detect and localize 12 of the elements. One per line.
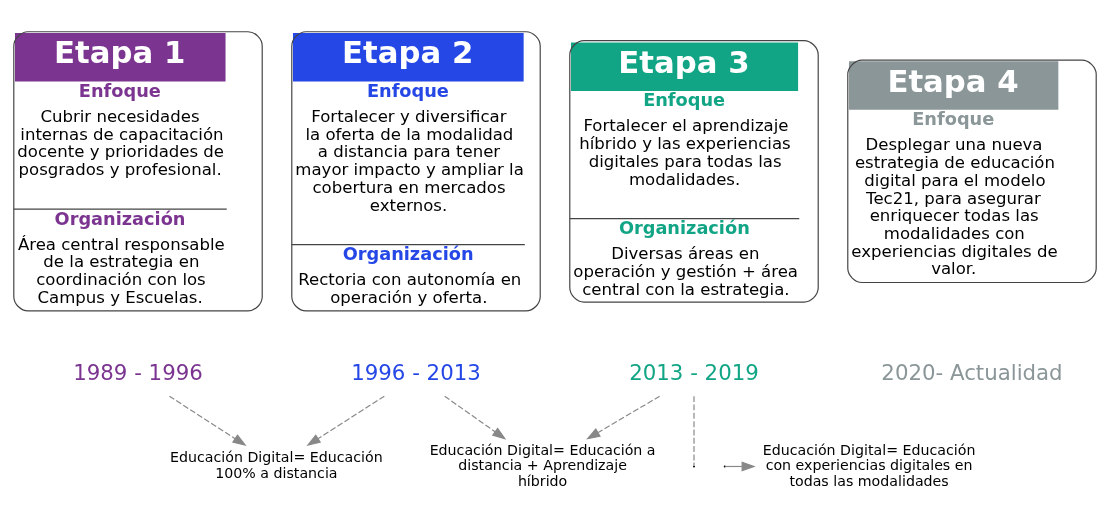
node-text: 2020- Actualidad (881, 359, 1063, 385)
node-text: 2013 - 2019 (629, 359, 759, 385)
node-text: Educación Digital= Educación con experiencias digitales en todas las modalidades (762, 441, 976, 489)
node-text: 1989 - 1996 (73, 359, 203, 385)
node-text: Educación Digital= Educación a distancia + Aprendizaje híbrido (429, 441, 656, 489)
connector (693, 395, 695, 466)
arrow (586, 395, 661, 440)
node-text: 1996 - 2013 (351, 359, 481, 385)
arrow (306, 395, 385, 446)
arrow (168, 395, 247, 446)
arrow (444, 395, 507, 440)
node-text: Educación Digital= Educación 100% a distancia (170, 448, 383, 481)
